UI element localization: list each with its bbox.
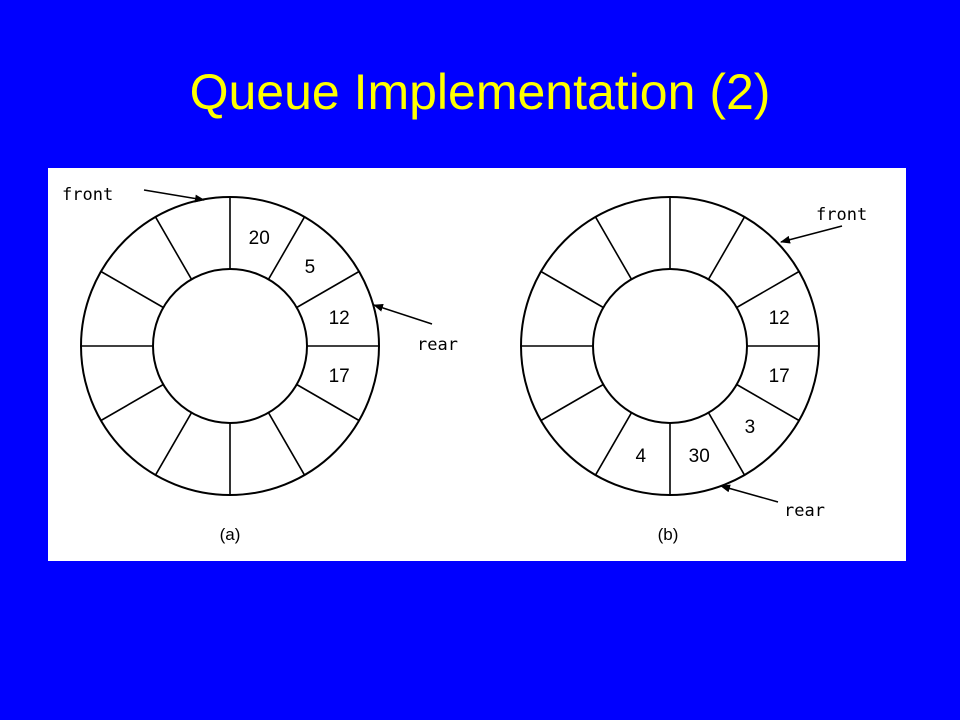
slot-divider (296, 270, 360, 309)
caption-b: (b) (658, 525, 679, 544)
queue-cell-value: 20 (249, 228, 270, 249)
slot-divider (267, 412, 306, 476)
rear-label-a: rear (417, 335, 458, 355)
rear-label-b: rear (784, 501, 825, 521)
front-arrow-a (143, 189, 205, 203)
front-arrow-b (780, 225, 843, 244)
slot-divider (540, 270, 604, 309)
slot-divider (267, 216, 306, 280)
queue-cell-value: 12 (329, 308, 350, 329)
slot-divider (100, 383, 164, 422)
slot-divider (594, 216, 633, 280)
ring-b-inner-circle (592, 268, 748, 424)
queue-cell-value: 3 (745, 417, 756, 438)
circular-queue-diagram: 20 5 12 17 12 17 3 30 4 front rear front rear (… (62, 185, 867, 544)
rear-arrow-a (373, 304, 433, 325)
front-label-a: front (62, 185, 113, 205)
slide-title: Queue Implementation (2) (189, 64, 771, 120)
front-label-b: front (816, 205, 867, 225)
caption-a: (a) (220, 525, 241, 544)
slot-divider (540, 383, 604, 422)
queue-cell-value: 4 (635, 446, 646, 467)
slot-divider (296, 383, 360, 422)
queue-cell-value: 17 (329, 366, 350, 387)
slot-divider (707, 216, 746, 280)
slot-divider (594, 412, 633, 476)
queue-cell-value: 17 (769, 366, 790, 387)
figure-panel: 20 5 12 17 12 17 3 30 4 front rear front rear (… (48, 168, 906, 561)
queue-cell-value: 12 (769, 308, 790, 329)
ring-a-inner-circle (152, 268, 308, 424)
slot-divider (736, 270, 800, 309)
slot-divider (154, 216, 193, 280)
ring-b: 12 17 3 30 4 (520, 196, 820, 496)
rear-arrow-b (720, 484, 779, 503)
queue-cell-value: 30 (689, 446, 710, 467)
slot-divider (736, 383, 800, 422)
slot-divider (154, 412, 193, 476)
slot-divider (100, 270, 164, 309)
ring-a: 20 5 12 17 (80, 196, 380, 496)
queue-cell-value: 5 (305, 257, 316, 278)
slot-divider (707, 412, 746, 476)
